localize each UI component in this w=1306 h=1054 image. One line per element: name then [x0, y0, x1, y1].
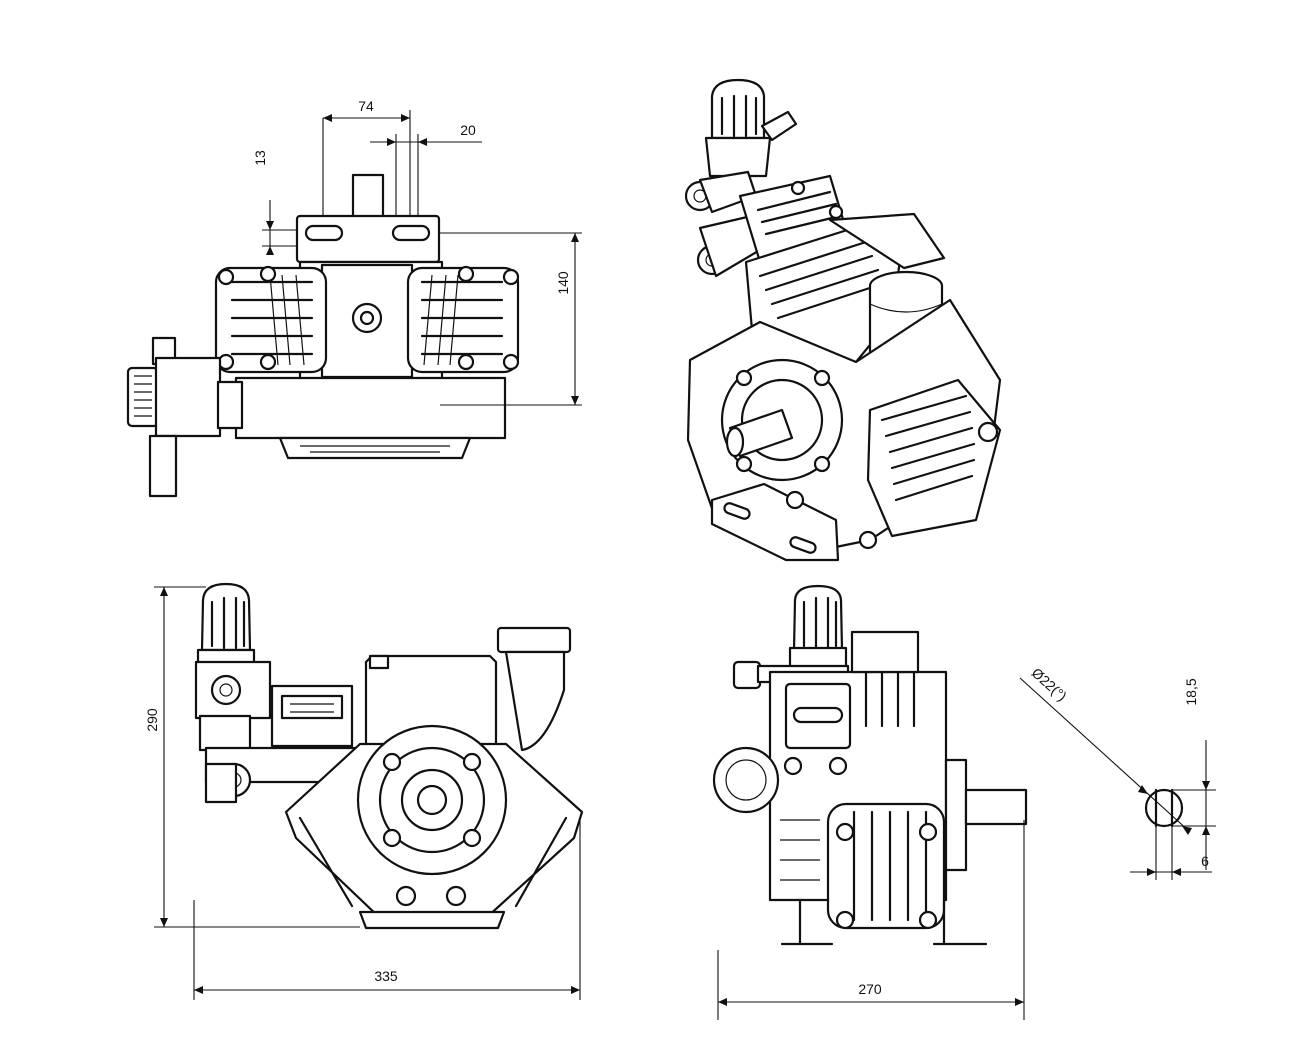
dim-74-label: 74 — [358, 98, 374, 114]
dim-diameter-22-label: Ø22(°) — [1029, 664, 1070, 704]
top-view — [126, 173, 520, 498]
dim-140-label: 140 — [555, 271, 571, 295]
dimension-labels: 74 20 13 140 290 335 270 18,5 6 Ø22(°) — [144, 98, 1209, 997]
dim-13-label: 13 — [252, 150, 268, 166]
dimension-lines — [154, 110, 1216, 1020]
dim-335-label: 335 — [374, 968, 398, 984]
dim-20-label: 20 — [460, 122, 476, 138]
dim-270-label: 270 — [858, 981, 882, 997]
dim-290-label: 290 — [144, 708, 160, 732]
dim-18-5-label: 18,5 — [1183, 678, 1199, 705]
side-view — [712, 584, 1028, 946]
front-view — [194, 582, 584, 930]
dim-6-label: 6 — [1201, 853, 1209, 869]
isometric-view — [684, 78, 1002, 562]
